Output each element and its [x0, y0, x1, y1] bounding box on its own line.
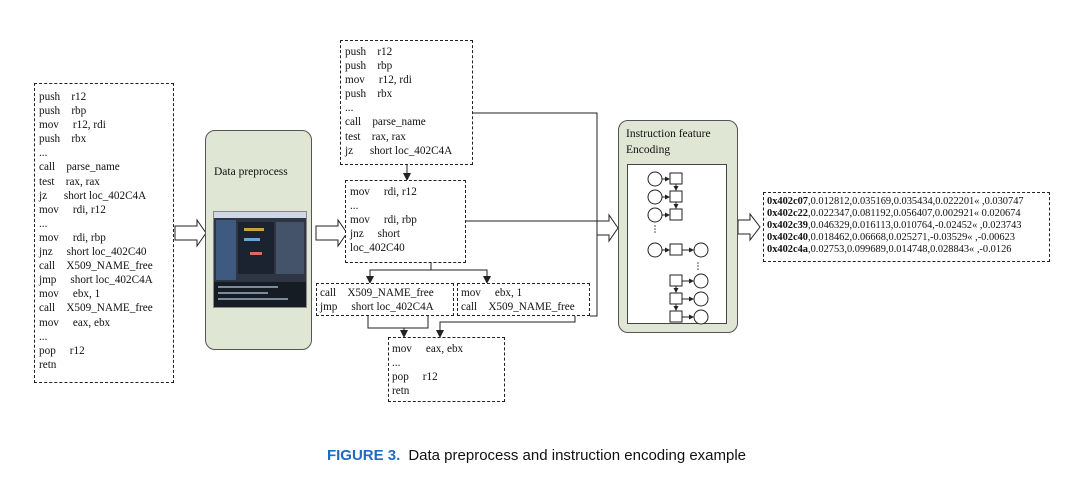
code-line: mov r12, rdi: [345, 74, 412, 87]
code-line: mov eax, ebx: [392, 343, 464, 355]
encoding-title-line2: Encoding: [626, 144, 671, 156]
edge-right-to-encoding: [590, 235, 598, 317]
cfg-block-right: mov ebx, 1 call X509_NAME_free: [457, 283, 590, 316]
code-line: jz short loc_402C4A: [39, 189, 147, 202]
code-line: call X509_NAME_free: [39, 302, 153, 315]
code-line: mov eax, ebx: [39, 316, 111, 329]
feature-values: ,0.018462,0.06668,0.025271,-0.03529« ,-0…: [807, 232, 1015, 244]
code-line: ...: [350, 200, 359, 213]
edge-left-bottom-2: [404, 316, 429, 329]
code-line: mov rdi, rbp: [39, 231, 106, 244]
code-line: push rbx: [39, 133, 87, 146]
code-line: mov rdi, r12: [39, 203, 106, 216]
code-line: ...: [39, 217, 48, 230]
node-circle: [647, 171, 663, 187]
encoding-network: [627, 164, 727, 325]
code-line: loc_402C40: [350, 242, 405, 255]
figure-label: FIGURE 3.: [326, 447, 401, 464]
feature-address: 0x402c22: [767, 208, 808, 220]
edge-right-bottom: [436, 316, 576, 338]
code-line: retn: [39, 358, 57, 371]
edge-to-encoding: [473, 112, 598, 221]
code-line: mov rdi, r12: [350, 186, 417, 198]
feature-values: ,0.046329,0.016113,0.010764,-0.02452« ,0…: [807, 220, 1022, 232]
code-line: jz short loc_402C4A: [345, 144, 453, 157]
code-line: call X509_NAME_free: [461, 301, 575, 314]
feature-row: 0x402c4a,0.02753,0.099689,0.014748,0.028…: [767, 244, 1046, 256]
feature-values: ,0.02753,0.099689,0.014748,0.028843« ,-0…: [807, 244, 1012, 256]
edge-mid-right: [430, 263, 491, 284]
edge-left-bottom: [367, 316, 408, 338]
disassembler-screenshot: [213, 211, 307, 308]
code-line: ...: [345, 102, 354, 115]
code-line: call X509_NAME_free: [320, 287, 434, 299]
code-line: mov rdi, rbp: [350, 214, 417, 227]
feature-row: 0x402c22,0.022347,0.081192,0.056407,0.00…: [767, 208, 1046, 220]
code-line: mov ebx, 1: [39, 288, 101, 301]
code-line: push rbp: [39, 105, 87, 118]
feature-address: 0x402c07: [767, 196, 808, 207]
node-square: [669, 172, 683, 185]
feature-row: 0x402c40,0.018462,0.06668,0.025271,-0.03…: [767, 232, 1046, 244]
code-line: test rax, rax: [345, 130, 406, 143]
feature-values: ,0.022347,0.081192,0.056407,0.002921« 0.…: [807, 208, 1021, 220]
code-line: test rax, rax: [39, 175, 100, 188]
block-arrow-3: [596, 213, 619, 243]
figure-caption: FIGURE 3. Data preprocess and instruction…: [0, 447, 1073, 464]
code-line: push r12: [345, 46, 393, 58]
code-line: mov ebx, 1: [461, 287, 523, 299]
feature-address: 0x402c4a: [767, 244, 808, 256]
feature-vectors-box: 0x402c07,0.012812,0.035169,0.035434,0.02…: [763, 192, 1050, 262]
feature-row: 0x402c39,0.046329,0.016113,0.010764,-0.0…: [767, 220, 1046, 232]
code-line: call parse_name: [39, 161, 120, 174]
figure-caption-text: Data preprocess and instruction encoding…: [408, 447, 747, 464]
code-line: pop r12: [392, 371, 438, 384]
code-line: ...: [392, 357, 401, 370]
code-line: push rbx: [345, 88, 393, 101]
code-line: call parse_name: [345, 116, 426, 129]
code-line: ...: [39, 147, 48, 160]
block-arrow-1: [174, 218, 207, 248]
feature-address: 0x402c39: [767, 220, 808, 232]
code-line: call X509_NAME_free: [39, 260, 153, 273]
code-line: jnz short: [350, 228, 401, 241]
code-line: jmp short loc_402C4A: [39, 274, 153, 287]
block-arrow-4: [737, 212, 761, 242]
feature-row: 0x402c07,0.012812,0.035169,0.035434,0.02…: [767, 196, 1046, 208]
code-line: push rbp: [345, 60, 393, 73]
encoding-title-line1: Instruction feature: [626, 128, 711, 140]
preprocess-title: Data preprocess: [214, 166, 288, 178]
code-line: pop r12: [39, 344, 85, 357]
code-line: mov r12, rdi: [39, 119, 106, 132]
code-line: retn: [392, 385, 410, 398]
code-line: jnz short loc_402C40: [39, 246, 147, 259]
feature-address: 0x402c40: [767, 232, 808, 244]
code-line: push r12: [39, 91, 87, 103]
feature-values: ,0.012812,0.035169,0.035434,0.022201« ,0…: [807, 196, 1024, 207]
block-arrow-2: [315, 218, 348, 248]
code-line: jmp short loc_402C4A: [320, 301, 434, 314]
edge-mid-left: [366, 263, 432, 284]
code-line: ...: [39, 330, 48, 343]
